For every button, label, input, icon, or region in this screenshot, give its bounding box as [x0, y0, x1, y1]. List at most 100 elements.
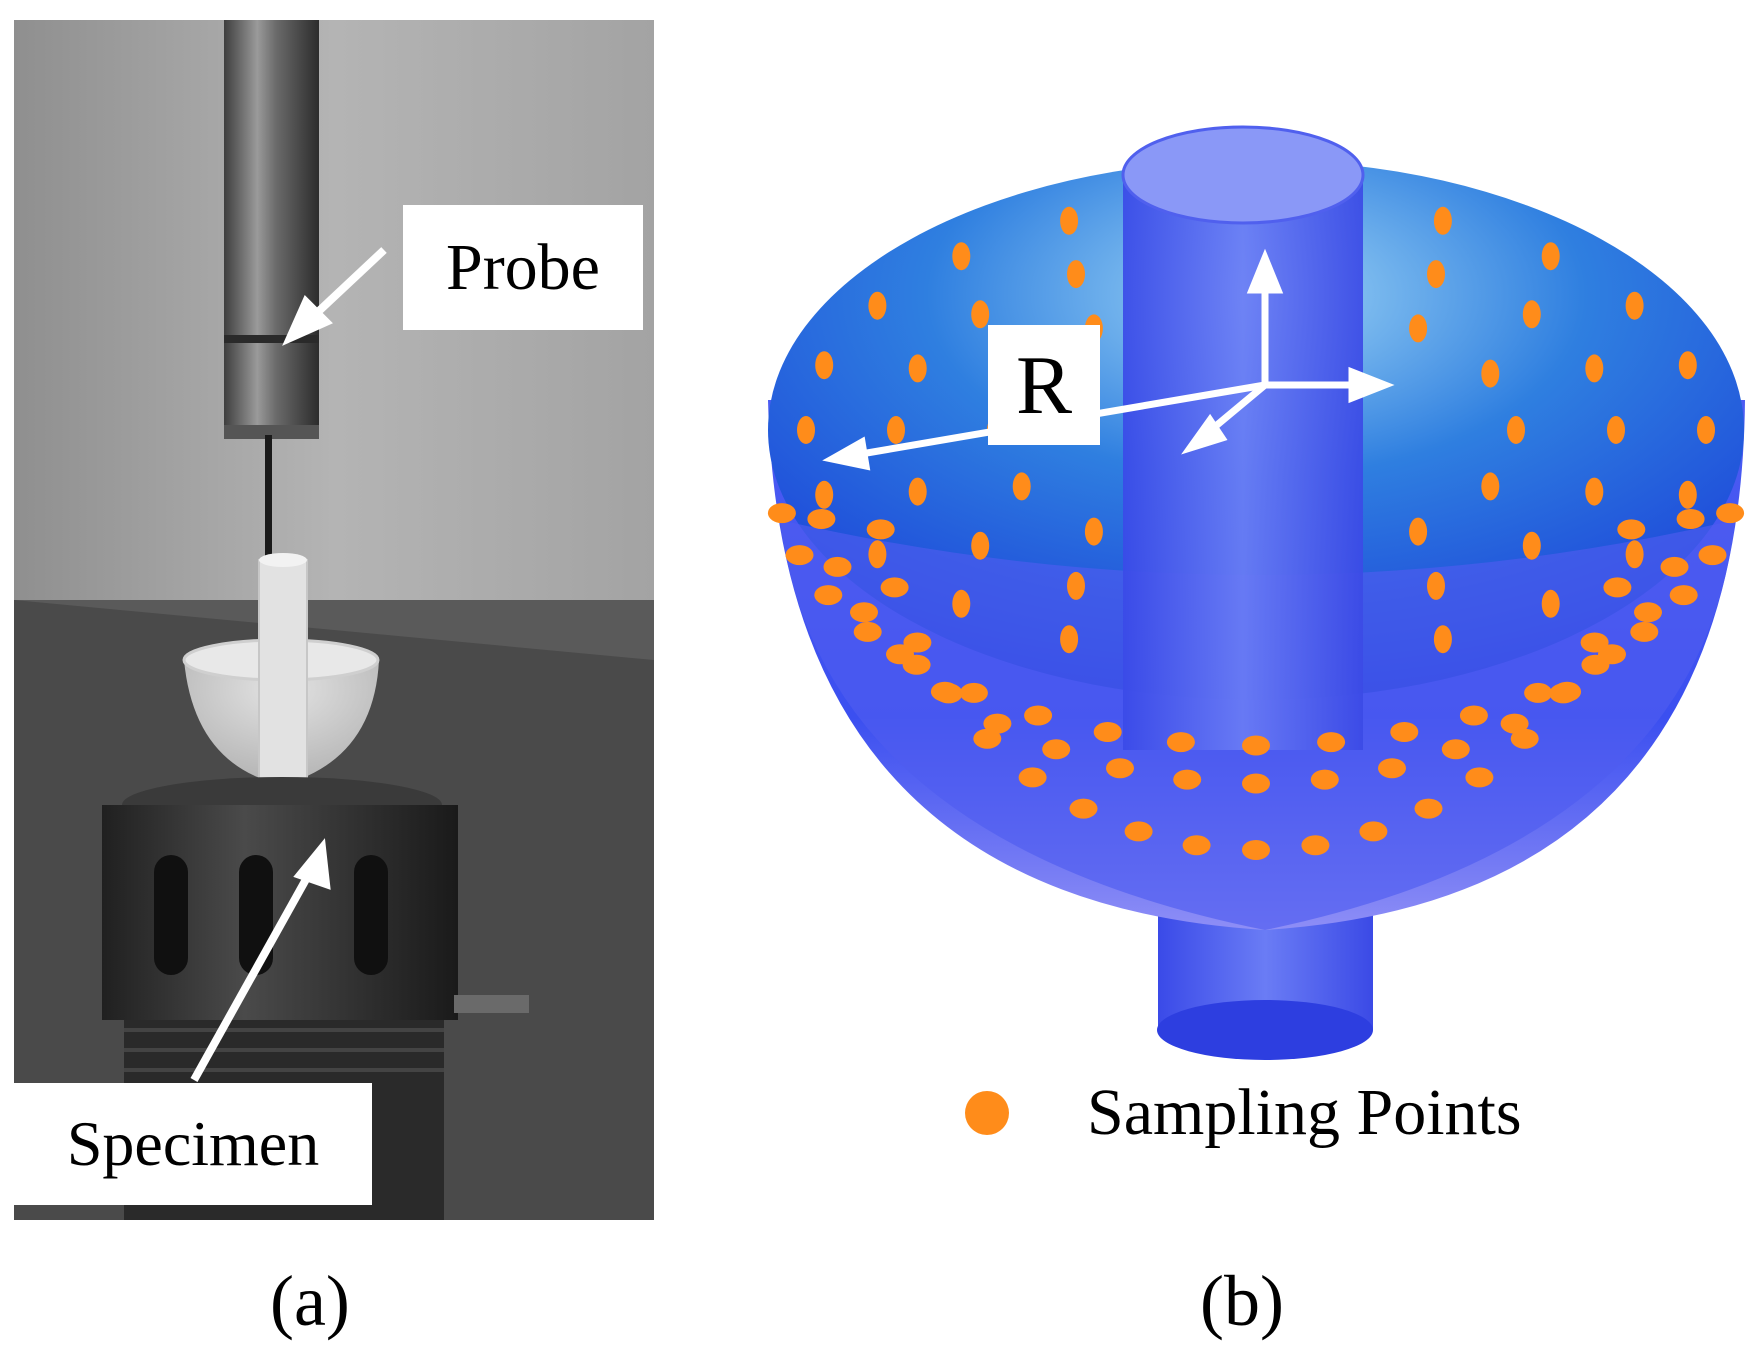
sampling-point	[1242, 840, 1270, 860]
sampling-point	[1433, 625, 1452, 654]
specimen-arrow	[190, 863, 318, 1082]
sampling-point	[952, 589, 971, 618]
sampling-point	[908, 477, 927, 506]
sampling-point	[1500, 713, 1529, 734]
sampling-point	[1301, 835, 1330, 856]
sampling-point	[1378, 758, 1406, 779]
sampling-point	[1390, 722, 1419, 742]
sampling-point	[1093, 722, 1122, 742]
specimen-stem	[258, 559, 308, 801]
sampling-point	[1409, 517, 1428, 546]
sampling-point	[1669, 585, 1698, 606]
sampling-point	[815, 480, 834, 509]
legend-sampling-point-marker	[965, 1091, 1009, 1135]
sampling-point	[934, 683, 963, 704]
sampling-point	[785, 545, 814, 566]
sampling-point	[1060, 206, 1079, 235]
caption-a: (a)	[270, 1261, 350, 1341]
sampling-point	[1242, 773, 1270, 794]
sampling-point	[1166, 732, 1195, 753]
sampling-point	[1507, 416, 1525, 444]
sampling-point	[767, 503, 796, 524]
sampling-point	[971, 300, 990, 329]
sampling-point	[1481, 472, 1500, 501]
sampling-point	[1522, 531, 1541, 560]
sampling-point	[880, 577, 909, 598]
sampling-point	[1697, 416, 1715, 444]
probe-rod	[224, 20, 319, 430]
sampling-point	[1310, 769, 1339, 790]
sampling-point	[814, 585, 843, 606]
sampling-point	[1173, 769, 1202, 790]
central-cylinder	[1123, 175, 1363, 750]
sampling-point	[1465, 767, 1494, 788]
sampling-point	[1427, 260, 1445, 289]
sampling-point	[1359, 821, 1388, 842]
sampling-point	[1716, 503, 1745, 524]
sampling-point	[1625, 291, 1644, 320]
sampling-point	[903, 632, 932, 653]
sampling-point	[1598, 644, 1626, 665]
sampling-point	[1625, 540, 1644, 569]
sampling-point	[1018, 767, 1047, 788]
sampling-point	[1317, 732, 1346, 753]
sampling-point	[1427, 571, 1445, 600]
sampling-point	[1481, 359, 1500, 388]
sampling-point	[1660, 556, 1689, 577]
sampling-point	[1441, 739, 1470, 760]
specimen-label: Specimen	[14, 1083, 372, 1205]
sampling-point	[1678, 480, 1697, 509]
sampling-point	[815, 351, 834, 380]
sampling-point	[823, 556, 852, 577]
sampling-point	[887, 416, 905, 444]
sampling-point	[1510, 728, 1539, 749]
bowl-render	[767, 125, 1745, 1060]
sampling-point	[1585, 477, 1604, 506]
sampling-point	[1676, 509, 1705, 529]
caption-b: (b)	[1200, 1261, 1284, 1341]
sampling-point	[1459, 705, 1488, 726]
sampling-point	[1585, 354, 1604, 383]
sampling-point	[797, 416, 815, 444]
sampling-point	[868, 291, 887, 320]
sampling-point	[971, 531, 990, 560]
sampling-point	[807, 509, 836, 529]
sampling-point	[1617, 519, 1646, 540]
sampling-point	[850, 602, 878, 623]
sampling-point	[1024, 705, 1053, 726]
sampling-point	[1603, 577, 1632, 598]
sampling-point	[1106, 758, 1134, 779]
sampling-point	[853, 621, 882, 642]
sampling-point	[1634, 602, 1662, 623]
sampling-point	[1698, 545, 1727, 566]
sampling-point	[1182, 835, 1211, 856]
radius-label: R	[988, 325, 1100, 445]
probe-label: Probe	[403, 205, 643, 330]
sampling-points	[767, 206, 1745, 860]
sampling-point	[1060, 625, 1079, 654]
sampling-point	[1124, 821, 1153, 842]
sampling-point	[1678, 351, 1697, 380]
sampling-point	[1042, 739, 1071, 760]
sampling-point	[959, 682, 988, 703]
sampling-point	[983, 713, 1012, 734]
sampling-point	[1524, 682, 1553, 703]
sampling-point	[1541, 242, 1560, 271]
sampling-point	[1433, 206, 1452, 235]
sampling-point	[1067, 571, 1085, 600]
legend-sampling-points-label: Sampling Points	[1087, 1076, 1522, 1149]
sampling-point	[886, 644, 914, 665]
sampling-point	[952, 242, 971, 271]
sampling-point	[1541, 589, 1560, 618]
sampling-point	[1409, 314, 1428, 343]
sampling-point	[1012, 472, 1031, 501]
photo-probe-specimen	[14, 20, 654, 1220]
sampling-point	[1069, 798, 1098, 819]
sampling-point	[1414, 798, 1443, 819]
sampling-point	[866, 519, 895, 540]
sampling-point	[1549, 683, 1578, 704]
sampling-point	[1067, 260, 1085, 289]
sampling-point	[973, 728, 1002, 749]
sampling-point	[908, 354, 927, 383]
sampling-point	[868, 540, 887, 569]
